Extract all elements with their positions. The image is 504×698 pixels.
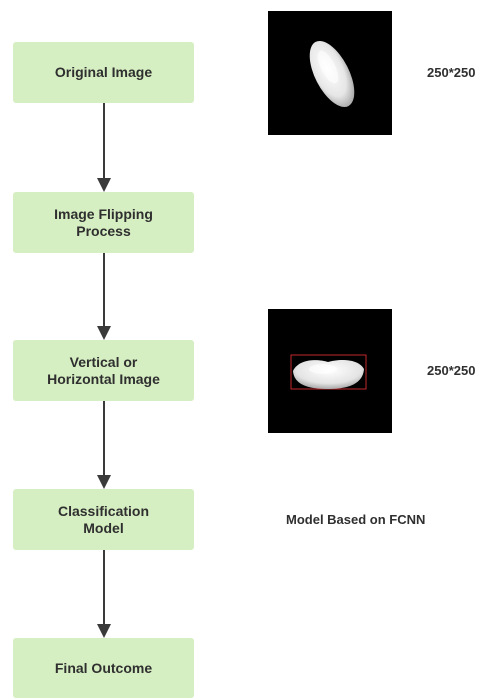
step-label: Final Outcome — [54, 659, 153, 676]
step-original-image: Original Image — [13, 42, 194, 103]
model-note-label: Model Based on FCNN — [286, 512, 426, 527]
flow-arrow-1 — [97, 103, 111, 192]
bounding-box — [290, 354, 367, 390]
flow-arrow-3 — [97, 401, 111, 489]
step-label: Vertical or Horizontal Image — [47, 353, 160, 387]
step-classification-model: Classification Model — [13, 489, 194, 550]
step-final-outcome: Final Outcome — [13, 638, 194, 698]
grain-image — [309, 41, 355, 107]
flipped-image-thumbnail — [268, 309, 392, 433]
step-label: Classification Model — [57, 502, 150, 536]
original-size-label: 250*250 — [427, 65, 476, 80]
flow-arrow-2 — [97, 253, 111, 340]
step-label: Original Image — [54, 64, 153, 80]
original-image-thumbnail — [268, 11, 392, 135]
flipped-size-label: 250*250 — [427, 363, 476, 378]
step-vertical-or-horizontal-image: Vertical or Horizontal Image — [13, 340, 194, 401]
flow-arrow-4 — [97, 550, 111, 638]
step-label: Image Flipping Process — [54, 205, 153, 239]
step-image-flipping-process: Image Flipping Process — [13, 192, 194, 253]
grain-image — [290, 354, 367, 390]
